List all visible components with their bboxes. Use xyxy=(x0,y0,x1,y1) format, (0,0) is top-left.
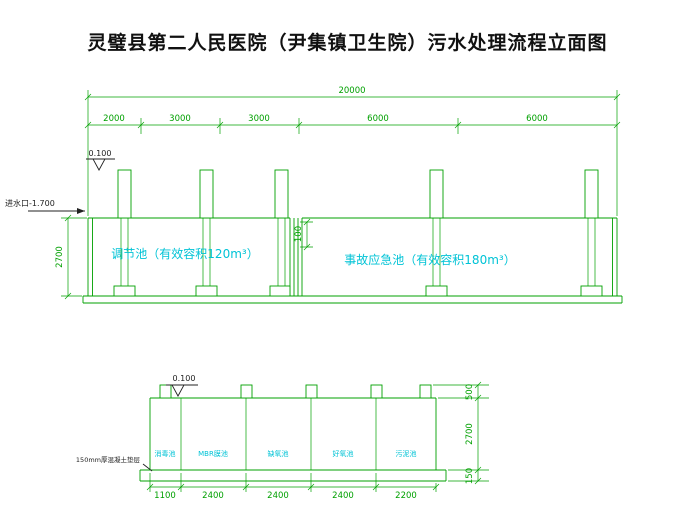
dim-wall: 100 xyxy=(294,226,304,242)
roof-stub xyxy=(370,384,383,399)
lower-dimension-lines xyxy=(146,381,489,492)
right-dim-500: 500 xyxy=(465,384,475,400)
bottom-dim-3: 2400 xyxy=(267,491,289,501)
cell-label-5: 污泥池 xyxy=(396,449,417,458)
roof-column xyxy=(584,169,599,219)
roof-column xyxy=(117,169,132,219)
bedding-slab xyxy=(139,469,447,482)
dim-segment-4: 6000 xyxy=(367,114,389,124)
elevation-mark-upper: 0.100 xyxy=(89,149,112,158)
upper-dimension-lines xyxy=(61,90,621,300)
tank-inner-dividers xyxy=(120,218,596,286)
bottom-dim-1: 1100 xyxy=(154,491,176,501)
upper-elevation-view: 20000 2000 3000 3000 6000 6000 2700 100 … xyxy=(5,86,623,304)
tank-base-slab xyxy=(82,295,623,304)
column-footing xyxy=(425,285,448,297)
dim-segment-1: 2000 xyxy=(103,114,125,124)
roof-column xyxy=(199,169,214,219)
cell-label-1: 消毒池 xyxy=(155,449,176,458)
bottom-dim-extensions xyxy=(149,473,437,492)
dim-segment-3: 3000 xyxy=(248,114,270,124)
lower-annotations xyxy=(142,384,198,472)
roof-column xyxy=(429,169,444,219)
roof-stub xyxy=(305,384,318,399)
dim-segment-2: 3000 xyxy=(169,114,191,124)
roof-stub xyxy=(419,384,432,399)
lower-tank-dividers xyxy=(180,398,377,470)
lower-dimension-ticks xyxy=(146,381,482,491)
tank2-label: 事故应急池（有效容积180m³） xyxy=(344,252,515,267)
inlet-label: 进水口-1.700 xyxy=(5,198,55,208)
right-dim-150: 150 xyxy=(465,468,475,484)
bedding-note: 150mm厚混凝土垫层 xyxy=(76,455,141,464)
column-footing xyxy=(580,285,603,297)
lower-tank-outline xyxy=(149,397,437,470)
dim-line-depth xyxy=(61,217,87,297)
lower-elevation-view: 0.100 150mm厚混凝土垫层 消毒池 MBR膜池 缺氧池 好氧池 污泥池 … xyxy=(76,374,489,501)
upper-annotations xyxy=(28,158,115,214)
inlet-arrowhead-icon xyxy=(77,208,85,214)
elevation-triangle-icon-lower xyxy=(171,384,185,397)
cell-label-4: 好氧池 xyxy=(333,449,354,458)
column-footing xyxy=(269,285,291,297)
drawing-title: 灵璧县第二人民医院（尹集镇卫生院）污水处理流程立面图 xyxy=(87,32,608,54)
roof-stub xyxy=(240,384,253,399)
dim-extension-lines xyxy=(87,90,618,216)
column-footing xyxy=(113,285,136,297)
cell-label-2: MBR膜池 xyxy=(198,449,228,458)
elevation-triangle-icon xyxy=(92,158,106,171)
dim-depth: 2700 xyxy=(55,246,65,268)
roof-stub xyxy=(159,384,172,399)
bottom-dim-2: 2400 xyxy=(202,491,224,501)
lower-tank-structure xyxy=(139,384,447,482)
right-dim-2700: 2700 xyxy=(465,423,475,445)
dimension-ticks xyxy=(64,93,621,300)
roof-column xyxy=(274,169,289,219)
tank1-label: 调节池（有效容积120m³） xyxy=(111,246,258,261)
bottom-dim-5: 2200 xyxy=(395,491,417,501)
tank-walls xyxy=(87,218,618,296)
right-dim-line xyxy=(433,384,489,482)
cell-label-3: 缺氧池 xyxy=(268,449,289,458)
bedding-note-leader xyxy=(142,463,153,472)
elevation-mark-lower: 0.100 xyxy=(173,374,196,383)
dim-segment-5: 6000 xyxy=(526,114,548,124)
upper-tank-structure xyxy=(82,169,623,304)
dim-total: 20000 xyxy=(338,86,365,96)
bottom-dim-4: 2400 xyxy=(332,491,354,501)
column-footing xyxy=(195,285,218,297)
